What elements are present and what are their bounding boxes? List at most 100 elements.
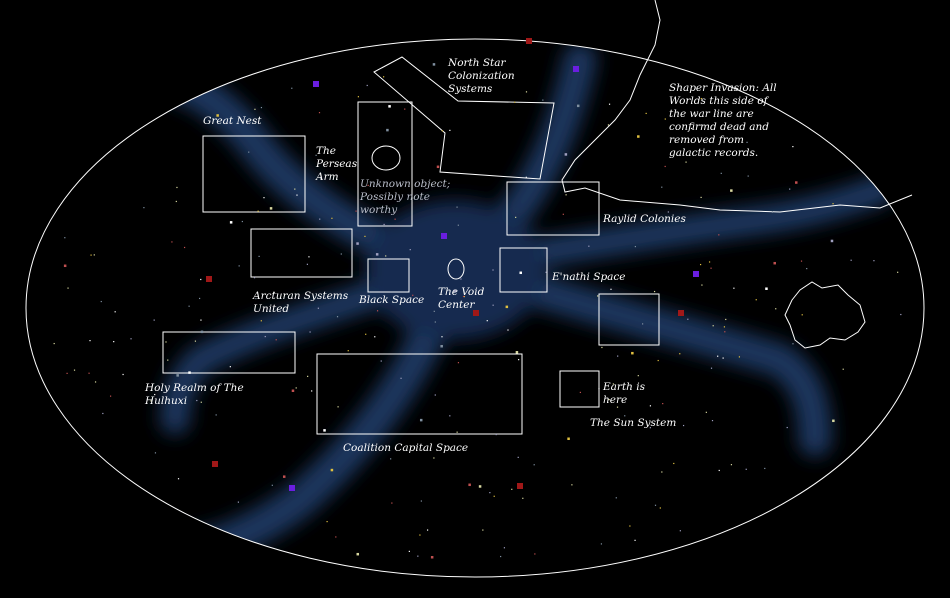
star (386, 128, 389, 132)
star (253, 277, 256, 279)
star (682, 424, 685, 427)
star (419, 418, 423, 422)
star (608, 399, 610, 401)
label-shaper-note: Shaper Invasion: All Worlds this side of… (669, 82, 777, 159)
star (90, 254, 92, 256)
sun-system-box[interactable] (559, 370, 600, 408)
label-sun-system: The Sun System (590, 417, 677, 429)
star (567, 437, 570, 441)
star (143, 207, 145, 209)
enathi-box[interactable] (499, 247, 548, 293)
star (241, 220, 243, 223)
unlabeled-box[interactable] (598, 293, 660, 346)
star (296, 194, 298, 196)
unknown-object-marker[interactable] (371, 145, 401, 171)
star (417, 555, 419, 557)
purple-marker[interactable] (693, 271, 699, 277)
star (196, 399, 198, 402)
unknown-object-box[interactable] (357, 101, 413, 227)
label-holy-realm: Holy Realm of The Hulhuxi (145, 382, 244, 407)
star (534, 553, 536, 555)
star (188, 371, 191, 374)
star (440, 344, 443, 348)
void-center-marker[interactable] (447, 258, 465, 280)
purple-marker[interactable] (289, 485, 295, 491)
star (273, 291, 275, 294)
star (200, 319, 202, 321)
war-line (561, 0, 913, 213)
star (705, 411, 707, 413)
red-marker[interactable] (517, 483, 523, 489)
star (634, 245, 636, 248)
star (634, 539, 636, 541)
star (364, 235, 366, 237)
red-marker[interactable] (212, 461, 218, 467)
star (311, 390, 313, 392)
star (624, 415, 626, 417)
star (102, 412, 104, 415)
star (264, 335, 266, 338)
markers (206, 38, 699, 491)
holy-realm-box[interactable] (162, 331, 296, 374)
star (385, 255, 387, 257)
star (545, 271, 547, 273)
star (832, 203, 834, 205)
star (873, 260, 875, 262)
star (775, 308, 777, 310)
star (200, 278, 202, 281)
star (420, 500, 422, 502)
label-great-nest: Great Nest (203, 115, 262, 127)
star (94, 381, 97, 383)
star-field (53, 63, 902, 559)
red-marker[interactable] (526, 38, 532, 44)
star (188, 305, 190, 307)
star (806, 267, 808, 270)
shaper-territory-outline (784, 281, 866, 349)
star (380, 360, 382, 362)
raylid-box[interactable] (506, 181, 600, 236)
star (515, 216, 517, 218)
star (88, 372, 90, 374)
purple-marker[interactable] (441, 233, 447, 239)
star (657, 359, 659, 362)
star (154, 452, 157, 454)
star (53, 342, 55, 345)
red-marker[interactable] (206, 276, 212, 282)
star (238, 265, 240, 267)
star (747, 175, 749, 177)
star (661, 471, 663, 473)
label-enathi: E'nathi Space (552, 271, 626, 283)
star (661, 186, 663, 188)
red-marker[interactable] (678, 310, 684, 316)
arcturan-box[interactable] (250, 228, 353, 278)
star (357, 96, 359, 98)
star (764, 467, 766, 470)
star (771, 211, 773, 213)
coalition-box[interactable] (316, 353, 523, 435)
north-star-box[interactable] (373, 56, 555, 180)
star (800, 260, 803, 262)
black-space-box[interactable] (367, 258, 410, 293)
label-perseas-arm: The Perseas Arm (316, 145, 358, 183)
star (434, 394, 436, 396)
star (659, 507, 661, 509)
star (617, 355, 619, 357)
great-nest-box[interactable] (202, 135, 306, 213)
star (679, 353, 681, 355)
star (514, 101, 516, 103)
star (434, 321, 436, 323)
label-unknown-object: Unknown object; Possibly note worthy (360, 178, 451, 216)
star (441, 336, 443, 338)
star (308, 256, 310, 258)
star (93, 254, 95, 256)
red-marker[interactable] (473, 310, 479, 316)
star (366, 84, 368, 87)
star (291, 87, 293, 89)
purple-marker[interactable] (573, 66, 579, 72)
star (355, 210, 357, 212)
star (493, 495, 495, 497)
star (255, 297, 257, 300)
star (282, 475, 286, 478)
star (830, 239, 834, 243)
purple-marker[interactable] (313, 81, 319, 87)
